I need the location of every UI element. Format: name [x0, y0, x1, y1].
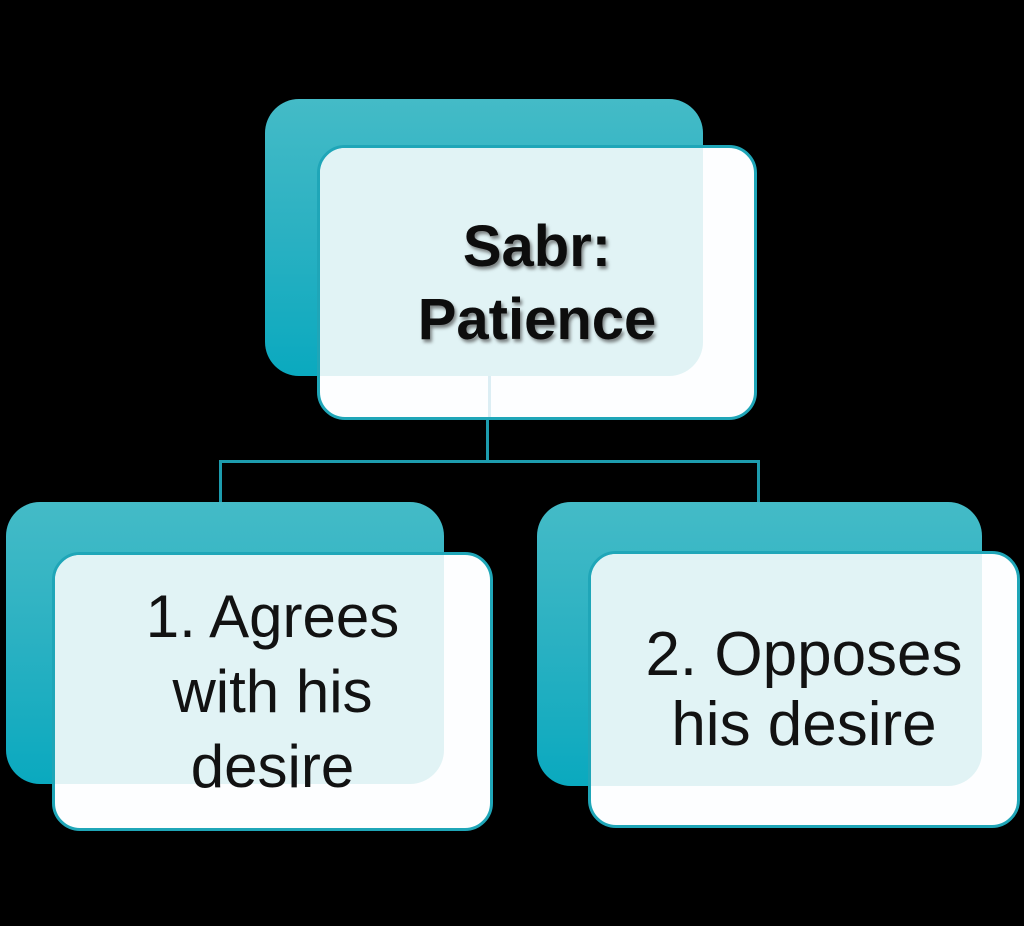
connector-left-child-stub [219, 460, 222, 515]
root-node: Sabr: Patience [265, 99, 757, 420]
child-node-opposes-label: 2. Opposes his desire [645, 619, 963, 759]
child-node-agrees-label: 1. Agrees with his desire [145, 583, 400, 800]
root-node-front-panel: Sabr: Patience [317, 145, 757, 420]
connector-right-child-stub [757, 460, 760, 515]
child-node-agrees-front-panel: 1. Agrees with his desire [52, 552, 493, 831]
child-node-opposes-overlap-tint [591, 554, 982, 786]
child-node-agrees: 1. Agrees with his desire [6, 502, 493, 831]
root-node-label: Sabr: Patience [417, 213, 657, 352]
child-node-opposes: 2. Opposes his desire [537, 502, 1020, 828]
child-node-agrees-overlap-tint [55, 555, 444, 784]
root-node-overlap-tint [320, 148, 703, 376]
child-node-opposes-front-panel: 2. Opposes his desire [588, 551, 1020, 828]
connector-horizontal-bar [219, 460, 760, 463]
root-node-seam-line [488, 376, 491, 417]
